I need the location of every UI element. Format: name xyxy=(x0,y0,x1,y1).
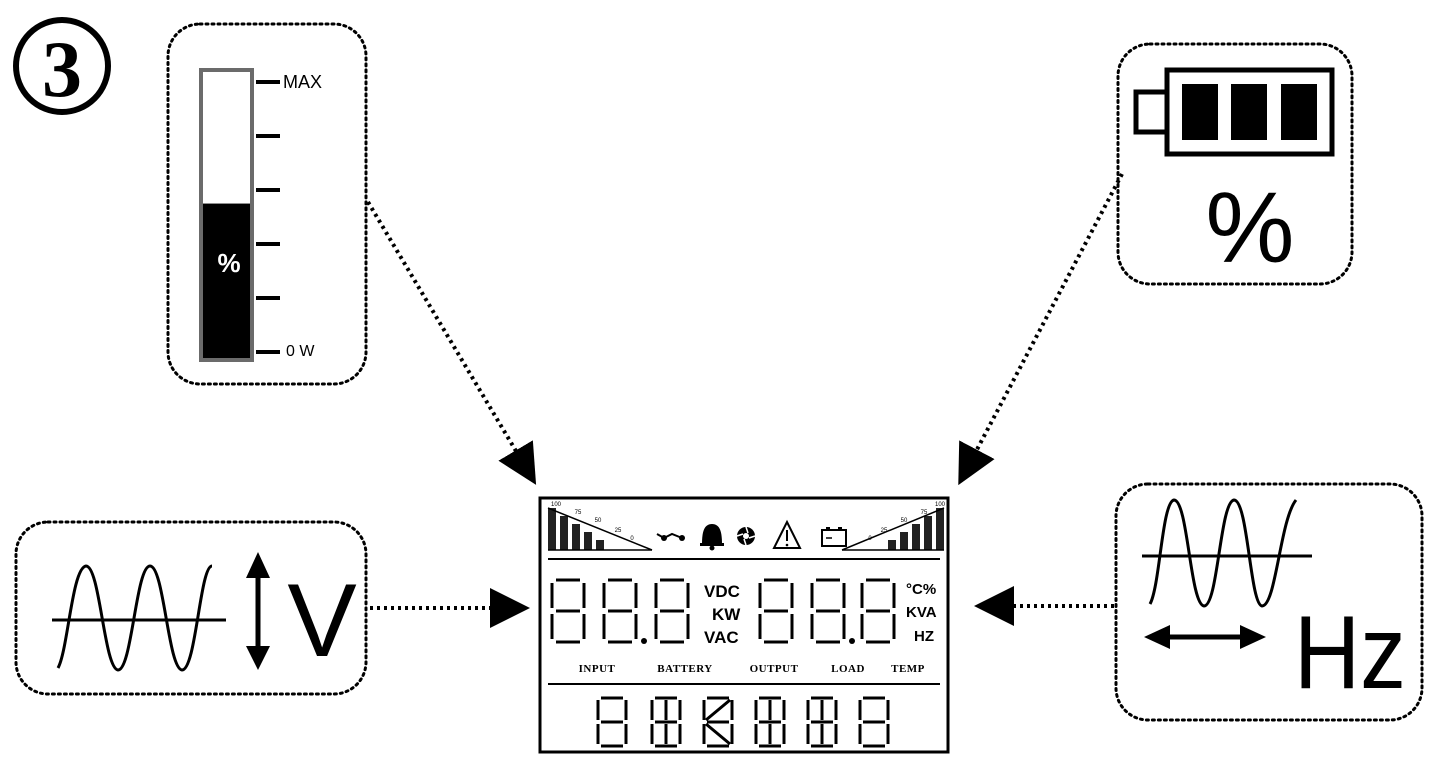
voltage-panel: V xyxy=(14,520,368,696)
left-right-arrow-icon xyxy=(1144,625,1266,649)
load-gauge-panel: % MAX 0 W xyxy=(166,22,368,386)
battery-bar xyxy=(1281,84,1317,140)
step-number: 3 xyxy=(42,26,82,114)
unit-vdc: VDC xyxy=(704,582,740,601)
seven-seg-digit xyxy=(860,578,896,644)
left-tick-50: 50 xyxy=(595,518,602,524)
lcd-label-battery: BATTERY xyxy=(657,663,712,675)
seven-seg-digit xyxy=(654,578,690,644)
battery-to-lcd-arrow xyxy=(958,173,1124,486)
battery-icon xyxy=(821,527,847,547)
unit-kw: KW xyxy=(712,605,741,624)
gauge-frame xyxy=(199,68,254,362)
gauge-ticks xyxy=(256,80,280,354)
seven-seg-digit xyxy=(602,578,638,644)
battery-bar xyxy=(1182,84,1218,140)
right-tick-25: 25 xyxy=(881,528,888,534)
unit-vac: VAC xyxy=(704,628,739,647)
frequency-unit: Hz xyxy=(1294,595,1406,711)
battery-icon xyxy=(1133,67,1335,157)
gauge-unit: % xyxy=(217,248,240,278)
right-tick-50: 50 xyxy=(901,518,908,524)
battery-bar xyxy=(1231,84,1267,140)
segment-digit xyxy=(650,696,682,748)
right-tick-75: 75 xyxy=(921,510,928,516)
right-tick-100: 100 xyxy=(935,502,946,508)
seven-seg-digit xyxy=(810,578,846,644)
gauge-min-label: 0 W xyxy=(286,343,315,360)
warning-icon xyxy=(772,519,802,549)
up-down-arrow-icon xyxy=(246,552,270,670)
lcd-label-input: INPUT xyxy=(579,663,616,675)
unit-kva: KVA xyxy=(906,604,937,621)
unit-temp-percent: °C% xyxy=(906,581,936,598)
voltage-unit: V xyxy=(287,563,356,679)
left-tick-25: 25 xyxy=(615,528,622,534)
left-tick-100: 100 xyxy=(551,502,562,508)
battery-panel: % xyxy=(1116,42,1354,286)
lcd-label-load: LOAD xyxy=(831,663,865,675)
gauge-to-lcd-arrow xyxy=(366,200,537,485)
left-digit-display xyxy=(550,578,690,644)
bottom-digit-display xyxy=(596,696,890,748)
segment-digit xyxy=(858,696,890,748)
lcd-status-icons xyxy=(656,519,847,551)
segment-digit xyxy=(806,696,838,748)
segment-digit xyxy=(702,696,734,748)
battery-unit: % xyxy=(1206,172,1295,284)
lcd-label-output: OUTPUT xyxy=(750,663,799,675)
right-tick-0: 0 xyxy=(868,536,872,542)
right-digit-display xyxy=(758,578,896,644)
sine-wave-icon xyxy=(52,564,226,672)
left-tick-0: 0 xyxy=(630,536,634,542)
connector-arrows xyxy=(366,173,1124,628)
gauge-max-label: MAX xyxy=(283,72,322,92)
lcd-label-temp: TEMP xyxy=(891,663,925,675)
left-bar-scale: 100 75 50 25 0 xyxy=(547,502,653,551)
unit-hz: HZ xyxy=(914,628,934,645)
seven-seg-digit xyxy=(550,578,586,644)
frequency-panel: Hz xyxy=(1114,482,1424,722)
seven-seg-digit xyxy=(758,578,794,644)
lcd-display: 100 75 50 25 0 xyxy=(538,496,950,754)
fan-connection-icon xyxy=(656,532,685,541)
right-bar-scale: 0 25 50 75 100 xyxy=(841,502,946,551)
fan-icon xyxy=(736,526,756,546)
gauge-fill xyxy=(203,203,250,358)
step-badge: 3 xyxy=(13,17,111,115)
sine-wave-icon xyxy=(1142,498,1312,608)
bell-icon xyxy=(700,524,724,551)
segment-digit xyxy=(754,696,786,748)
segment-digit xyxy=(596,696,628,748)
left-tick-75: 75 xyxy=(575,510,582,516)
